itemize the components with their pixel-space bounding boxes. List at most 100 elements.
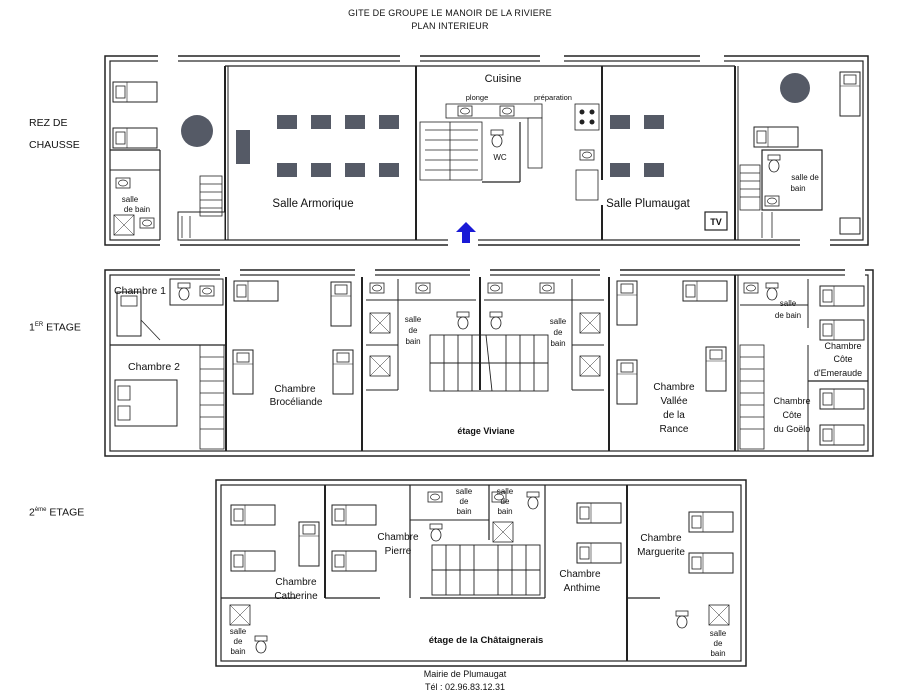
chambre1-label: Chambre 1 <box>114 285 166 297</box>
bathroom-1b-label-1: salle <box>550 317 567 326</box>
etage-viviane-label: étage Viviane <box>457 426 514 436</box>
chambre2-label: Chambre 2 <box>128 361 180 373</box>
bed-icon <box>682 280 728 302</box>
shower-icon <box>369 312 391 334</box>
bed-icon <box>112 81 158 103</box>
bed-icon <box>839 71 861 117</box>
sink-icon <box>427 491 443 503</box>
toilet-icon <box>254 635 268 654</box>
bathroom-2b-label-1: salle <box>456 487 473 496</box>
bathroom-2c-label-3: bain <box>497 507 512 516</box>
ground-bathroom-left-label-1: salle <box>122 195 139 204</box>
shower-icon <box>579 355 601 377</box>
emeraude-label-3: d'Emeraude <box>814 368 862 378</box>
central-stairs <box>429 334 549 392</box>
first-floor: Chambre 1 Chambre 2 Chambre Brocéliande <box>104 268 874 457</box>
broceliande-label-2: Brocéliande <box>270 397 323 408</box>
shower-icon <box>492 521 514 543</box>
goelo-label-1: Chambre <box>773 396 810 406</box>
bed-icon <box>819 424 865 446</box>
salle-plumaugat-label: Salle Plumaugat <box>606 198 691 210</box>
bed-icon <box>576 542 622 564</box>
sink-icon <box>499 105 515 117</box>
bathroom-1a-label-1: salle <box>405 315 422 324</box>
bathroom-2a-label-1: salle <box>230 627 247 636</box>
bathroom-2d-label-3: bain <box>710 649 725 658</box>
tv-icon <box>704 211 728 231</box>
first-floor-label: 1ER ETAGE <box>29 321 81 334</box>
shower-icon <box>369 355 391 377</box>
footer-phone: Tél : 02.96.83.12.31 <box>424 682 506 692</box>
vallee-label-1: Chambre <box>653 382 695 393</box>
bathroom-1c-label-2: de bain <box>775 311 801 320</box>
plan-title: GITE DE GROUPE LE MANOIR DE LA RIVIERE <box>348 8 552 18</box>
bathroom-2c-label-2: de <box>501 497 510 506</box>
bed-icon <box>705 346 727 392</box>
round-table-icon <box>181 115 213 147</box>
toilet-icon <box>429 523 443 542</box>
ground-outer-wall <box>104 55 869 246</box>
table-icon <box>236 130 250 164</box>
sink-icon <box>115 177 131 189</box>
sink-icon <box>139 217 155 229</box>
marguerite-label-1: Chambre <box>640 533 682 544</box>
anthime-label-2: Anthime <box>564 583 601 594</box>
marguerite-label-2: Marguerite <box>637 547 685 558</box>
second-floor: Chambre Catherine salle de bain Chambre … <box>215 479 747 667</box>
bed-icon <box>616 280 638 326</box>
bed-icon <box>233 280 279 302</box>
toilet-icon <box>456 311 470 330</box>
bed-icon <box>688 552 734 574</box>
plan-subtitle: PLAN INTERIEUR <box>411 21 489 31</box>
bathroom-1c-label-1: salle <box>780 299 797 308</box>
bathroom-2d-label-2: de <box>714 639 723 648</box>
ground-bathroom-right-label-2: bain <box>790 184 805 193</box>
shower-icon <box>229 604 251 626</box>
shower-icon <box>113 214 135 236</box>
sink-icon <box>415 282 431 294</box>
bathroom-1a-label-3: bain <box>405 337 420 346</box>
bathroom-1b-label-2: de <box>554 328 563 337</box>
ground-label-line2: CHAUSSE <box>29 139 80 151</box>
toilet-icon <box>177 282 191 301</box>
bathroom-1a-label-2: de <box>409 326 418 335</box>
sink-icon <box>199 285 215 297</box>
sink-icon <box>457 105 473 117</box>
toilet-icon <box>526 491 540 510</box>
bed-icon <box>819 285 865 307</box>
sink-icon <box>487 282 503 294</box>
bathroom-2c-label-1: salle <box>497 487 514 496</box>
bed-icon <box>576 502 622 524</box>
goelo-label-3: du Goëlo <box>774 424 811 434</box>
vallee-label-4: Rance <box>660 424 689 435</box>
bathroom-2a-label-2: de <box>234 637 243 646</box>
toilet-icon <box>765 282 779 301</box>
shower-icon <box>708 604 730 626</box>
bed-icon <box>332 349 354 395</box>
ground-bathroom-right-label-1: salle de <box>791 173 819 182</box>
ground-floor: salle de bain Salle Armorique Cuisine pl… <box>104 54 869 247</box>
goelo-label-2: Côte <box>782 410 801 420</box>
bathroom-2a-label-3: bain <box>230 647 245 656</box>
salle-armorique-label: Salle Armorique <box>272 198 353 210</box>
wc-label: WC <box>493 153 507 162</box>
cuisine-label: Cuisine <box>485 73 522 85</box>
bed-icon <box>112 127 158 149</box>
ground-floor-label: REZ DE CHAUSSE <box>29 115 80 153</box>
bed-icon <box>819 319 865 341</box>
bed-icon <box>232 349 254 395</box>
second-floor-label: 2ème ETAGE <box>29 506 85 519</box>
etage-chataigneraie-label: étage de la Châtaignerais <box>429 635 544 646</box>
bed-icon <box>616 359 638 405</box>
footer-mairie: Mairie de Plumaugat <box>423 669 507 679</box>
sink-icon <box>764 195 780 207</box>
emeraude-label-1: Chambre <box>824 341 861 351</box>
bathroom-1b-label-3: bain <box>550 339 565 348</box>
ground-label-line1: REZ DE <box>29 117 68 129</box>
preparation-label: préparation <box>534 93 572 102</box>
tv-label: TV <box>710 217 722 227</box>
anthime-label-1: Chambre <box>559 569 601 580</box>
bed-icon <box>298 521 320 567</box>
toilet-icon <box>489 311 503 330</box>
plonge-label: plonge <box>466 93 489 102</box>
